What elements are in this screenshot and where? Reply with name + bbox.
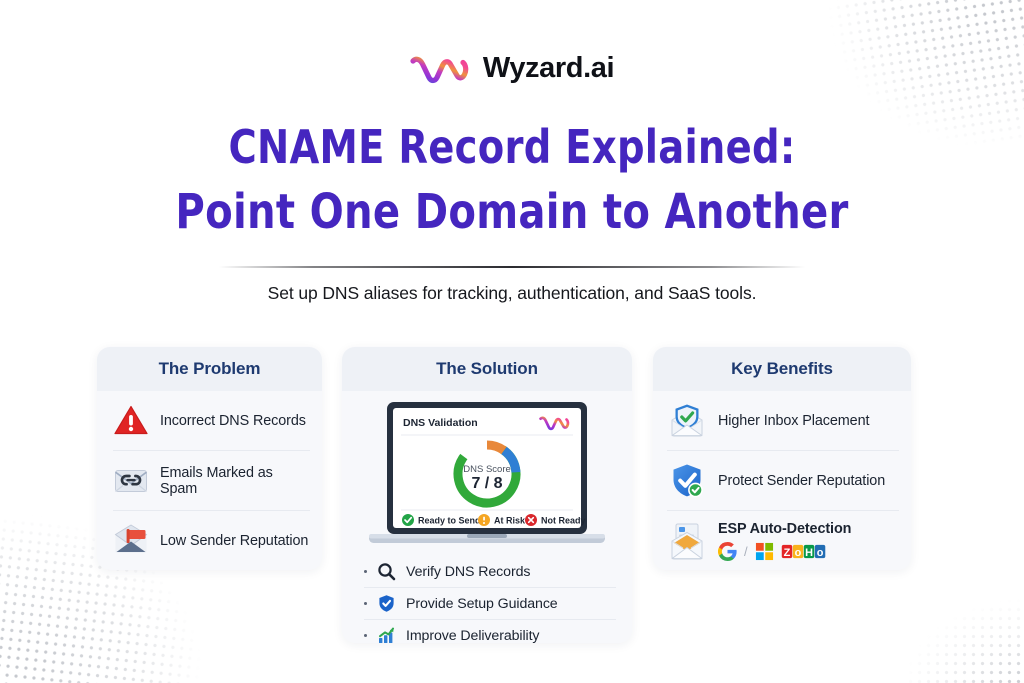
magnifier-icon [377, 562, 396, 581]
svg-text:7 / 8: 7 / 8 [471, 475, 502, 492]
logo-separator: / [744, 543, 748, 559]
envelope-shield-check-icon [667, 402, 707, 440]
bullet-dot [364, 602, 367, 605]
list-item: Provide Setup Guidance [364, 588, 616, 620]
page-subtitle: Set up DNS aliases for tracking, authent… [267, 283, 757, 303]
card-the-problem: The Problem Incorrect DNS Records [97, 347, 322, 570]
card-title-the-problem: The Problem [97, 347, 322, 391]
google-logo-icon [718, 541, 737, 561]
bar-chart-up-icon [377, 626, 396, 643]
envelope-flag-down-icon [113, 524, 149, 557]
card-body-the-problem: Incorrect DNS Records Emails [97, 391, 322, 570]
title-divider [219, 266, 805, 268]
shield-check-badge-icon [667, 462, 707, 500]
list-item: Incorrect DNS Records [113, 391, 310, 451]
list-item-label: Low Sender Reputation [160, 532, 309, 549]
microsoft-logo-icon [755, 542, 774, 561]
card-body-key-benefits: Higher Inbox Placement [653, 391, 911, 570]
laptop-mockup: DNS Validation DNS Score 7 / 8 [342, 391, 632, 556]
list-item-label: Provide Setup Guidance [406, 595, 558, 612]
wyzard-wave-logo-icon [410, 50, 472, 86]
list-item: Improve Deliverability [364, 620, 616, 643]
list-item-label: Verify DNS Records [406, 563, 531, 580]
esp-logo-strip: / [718, 541, 851, 561]
list-item: Protect Sender Reputation [667, 451, 899, 511]
warning-triangle-icon [113, 404, 149, 437]
list-item: ESP Auto-Detection / [667, 511, 899, 570]
svg-text:DNS Score: DNS Score [463, 464, 511, 475]
svg-text:o: o [816, 546, 823, 558]
card-key-benefits: Key Benefits Higher Inbox Placement [653, 347, 911, 570]
page-title-line-1: CNAME Record Explained: [228, 120, 796, 174]
card-the-solution: The Solution DNS Validation [342, 347, 632, 643]
list-item-label: Improve Deliverability [406, 627, 540, 644]
shield-check-icon [377, 594, 396, 613]
zoho-logo-icon: Z o H o [781, 542, 827, 561]
card-title-the-solution: The Solution [342, 347, 632, 391]
list-item: Low Sender Reputation [113, 511, 310, 570]
list-item-label: Higher Inbox Placement [718, 412, 870, 429]
list-item: Verify DNS Records [364, 556, 616, 588]
svg-text:Not Ready: Not Ready [541, 516, 586, 526]
envelope-open-orange-icon [667, 520, 707, 562]
brand-logo: Wyzard.ai [0, 50, 1024, 86]
svg-text:DNS Validation: DNS Validation [403, 417, 478, 429]
list-item-label: Incorrect DNS Records [160, 412, 306, 429]
list-item: Emails Marked as Spam [113, 451, 310, 511]
laptop-illustration: DNS Validation DNS Score 7 / 8 [369, 402, 605, 543]
list-item: Higher Inbox Placement [667, 391, 899, 451]
list-item-label: ESP Auto-Detection [718, 520, 852, 537]
envelope-chain-link-icon [113, 464, 149, 497]
svg-text:Z: Z [783, 546, 790, 558]
svg-text:H: H [805, 546, 813, 558]
solution-feature-list: Verify DNS Records Provide Setup Guidanc… [342, 556, 632, 643]
page-title-line-2: Point One Domain to Another [175, 184, 849, 241]
card-title-key-benefits: Key Benefits [653, 347, 911, 391]
svg-text:At Risk: At Risk [494, 516, 526, 526]
bullet-dot [364, 634, 367, 637]
svg-text:Ready to Send: Ready to Send [418, 516, 481, 526]
list-item-label: Emails Marked as Spam [160, 464, 273, 497]
esp-auto-detection-block: ESP Auto-Detection / [718, 521, 851, 561]
list-item-label: Protect Sender Reputation [718, 472, 886, 489]
page-title: CNAME Record Explained: Point One Domain… [36, 116, 988, 246]
bullet-dot [364, 570, 367, 573]
svg-text:o: o [794, 546, 801, 558]
brand-name: Wyzard.ai [482, 51, 615, 84]
